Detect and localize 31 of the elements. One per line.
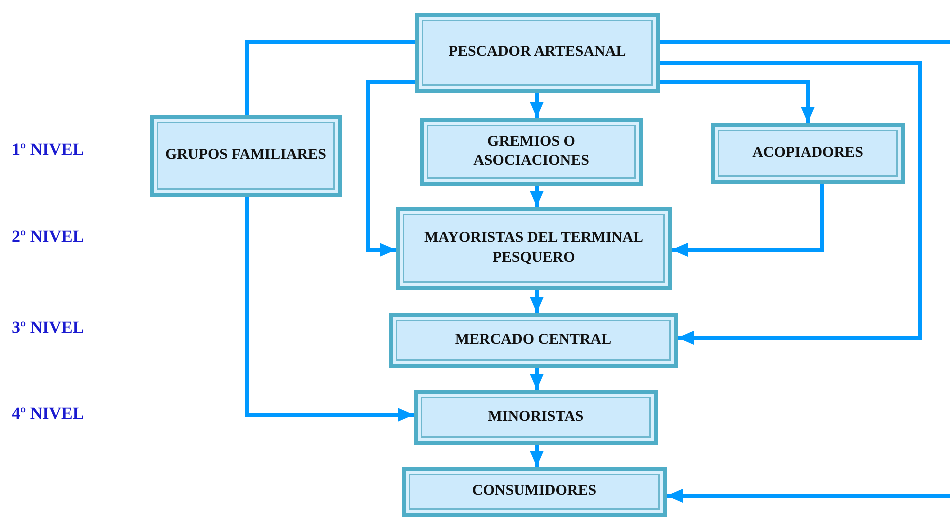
arrow xyxy=(245,197,414,422)
arrow xyxy=(660,61,922,345)
box-label: MERCADO CENTRAL xyxy=(454,330,613,350)
level-label: 4º NIVEL xyxy=(12,404,84,424)
process-box xyxy=(414,390,658,445)
process-box xyxy=(396,207,672,290)
arrow xyxy=(530,445,544,467)
process-box xyxy=(415,13,660,93)
level-label: 1º NIVEL xyxy=(12,140,84,160)
arrow xyxy=(530,368,544,390)
arrow xyxy=(366,80,415,257)
arrow xyxy=(672,184,824,257)
arrow xyxy=(530,290,544,313)
process-box xyxy=(150,115,342,197)
arrow xyxy=(667,489,950,503)
arrow xyxy=(660,80,815,123)
box-label: ACOPIADORES xyxy=(752,144,864,163)
box-label: GREMIOS O ASOCIACIONES xyxy=(472,132,590,171)
box-label: GRUPOS FAMILIARES xyxy=(164,146,328,166)
box-label: CONSUMIDORES xyxy=(471,482,598,502)
box-label: MINORISTAS xyxy=(487,408,585,427)
box-label: MAYORISTAS DEL TERMINAL PESQUERO xyxy=(424,229,644,268)
arrow xyxy=(530,93,544,118)
process-box xyxy=(420,118,643,186)
arrow xyxy=(530,186,544,207)
box-label: PESCADOR ARTESANAL xyxy=(448,43,628,62)
process-box xyxy=(389,313,678,368)
process-box xyxy=(711,123,905,184)
process-box xyxy=(402,467,667,517)
level-label: 3º NIVEL xyxy=(12,318,84,338)
level-label: 2º NIVEL xyxy=(12,227,84,247)
